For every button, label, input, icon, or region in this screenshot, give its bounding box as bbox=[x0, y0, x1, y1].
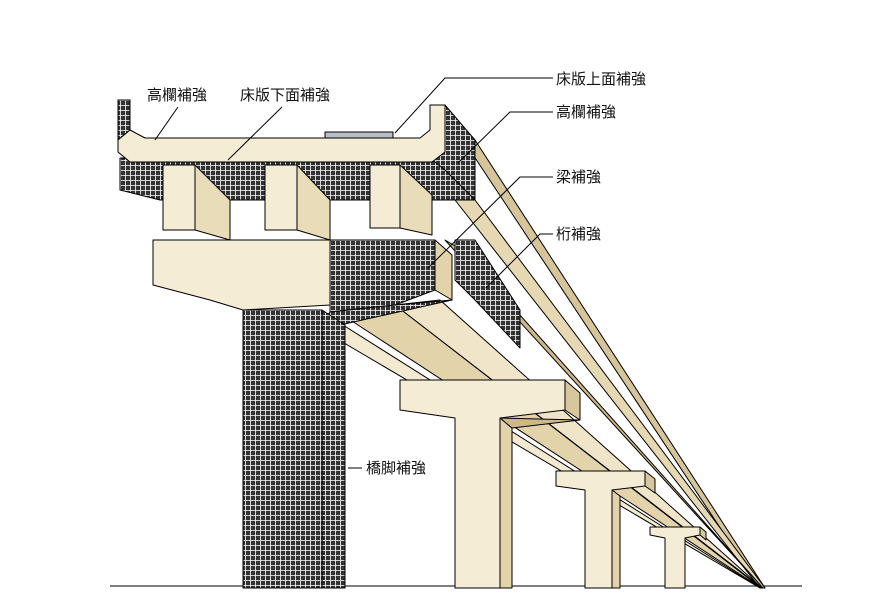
leader-lines bbox=[154, 77, 553, 469]
girder-mesh bbox=[454, 239, 521, 349]
diaphragms bbox=[162, 164, 433, 241]
pier-cap bbox=[152, 239, 453, 326]
girder-lines bbox=[321, 104, 766, 589]
label-beam: 梁補強 bbox=[556, 168, 601, 186]
label-slab-underside: 床版下面補強 bbox=[240, 86, 330, 104]
label-pier: 橋脚補強 bbox=[366, 459, 426, 477]
label-railing-left: 高欄補強 bbox=[147, 86, 207, 104]
pier-2 bbox=[399, 379, 581, 589]
label-girder: 桁補強 bbox=[556, 225, 601, 243]
pier-4 bbox=[649, 526, 707, 589]
main-pier bbox=[242, 309, 346, 589]
top-plate bbox=[324, 131, 394, 139]
pier-3 bbox=[555, 470, 656, 589]
label-railing-right: 高欄補強 bbox=[556, 103, 616, 121]
label-slab-top: 床版上面補強 bbox=[556, 70, 646, 88]
